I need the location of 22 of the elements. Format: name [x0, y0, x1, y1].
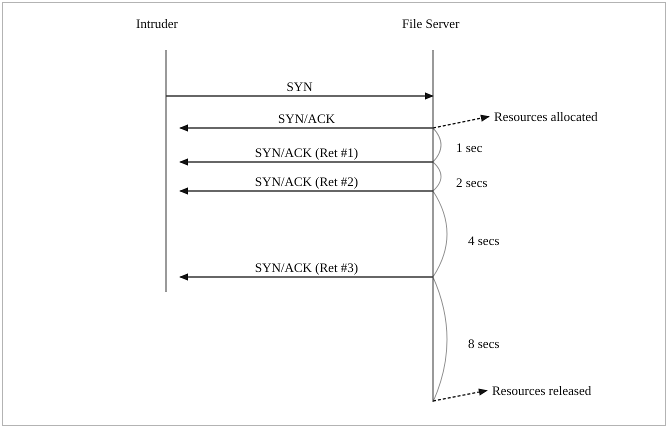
interval-label: 2 secs — [456, 175, 488, 190]
edge-label: SYN/ACK (Ret #1) — [254, 145, 358, 160]
note-text: Resources allocated — [494, 109, 598, 124]
message-arrow — [179, 158, 433, 166]
interval-label: 8 secs — [468, 336, 500, 351]
edge-label: SYN/ACK (Ret #3) — [254, 260, 358, 275]
interval-label: 1 sec — [456, 140, 482, 155]
edge-label: SYN — [286, 79, 312, 94]
participant-label: Intruder — [136, 16, 178, 31]
edge-label: SYN/ACK (Ret #2) — [254, 174, 358, 189]
message-arrow — [166, 92, 434, 100]
participant-label: File Server — [402, 16, 460, 31]
participant — [136, 16, 178, 292]
note-text: Resources released — [492, 383, 592, 398]
interval-label: 4 secs — [468, 233, 500, 248]
dashed-arrow — [432, 388, 488, 402]
dashed-arrow — [432, 114, 490, 129]
message-arrow — [179, 124, 433, 132]
edge-label: SYN/ACK — [278, 111, 336, 126]
participant — [402, 16, 460, 402]
message-arrow — [179, 273, 433, 281]
message-arrow — [179, 187, 433, 195]
